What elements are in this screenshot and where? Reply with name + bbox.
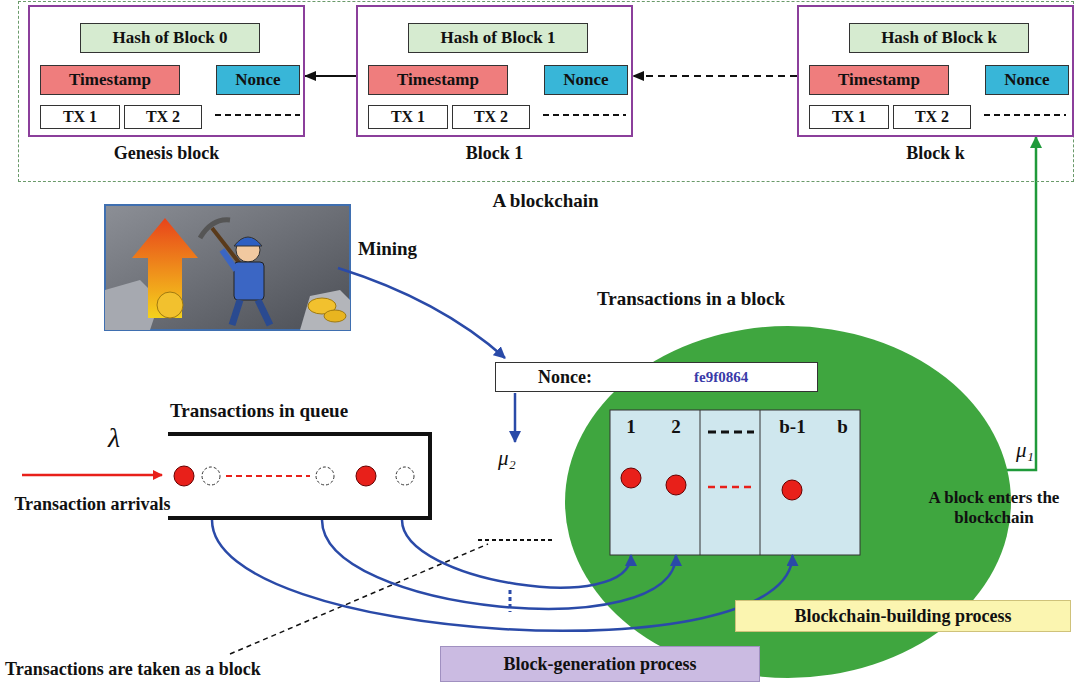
nonce-box: Nonce bbox=[985, 65, 1069, 95]
box-text: Hash of Block k bbox=[881, 28, 997, 48]
block-box: Block 1Hash of Block 1TimestampNonceTX 1… bbox=[356, 5, 633, 137]
slot-box: 2 bbox=[652, 410, 700, 555]
connector bbox=[402, 520, 631, 588]
box-text: Block k bbox=[799, 143, 1072, 164]
leader-label: Transactions are taken as a block bbox=[5, 659, 261, 680]
rate-symbol: μ₁ bbox=[1016, 438, 1034, 462]
box-text: Nonce: bbox=[538, 367, 592, 388]
box-text: Genesis block bbox=[30, 143, 303, 164]
box-text: Nonce bbox=[235, 70, 280, 90]
nonce-box: Nonce bbox=[544, 65, 628, 95]
box-text: Hash of Block 0 bbox=[113, 28, 228, 48]
output-label: A block enters the blockchain bbox=[910, 488, 1078, 527]
slot-box: b bbox=[825, 410, 860, 555]
box-text: Timestamp bbox=[397, 70, 479, 90]
box-text: Timestamp bbox=[69, 70, 151, 90]
box-text: Transactions in queue bbox=[170, 400, 348, 422]
box-text: TX 2 bbox=[915, 108, 949, 126]
box-text: b-1 bbox=[779, 416, 805, 438]
connector bbox=[305, 75, 356, 77]
process-box: Blockchain-building process bbox=[735, 600, 1071, 632]
queue-items bbox=[174, 466, 414, 486]
mining-label: Mining bbox=[358, 238, 417, 260]
rate-symbol: μ₂ bbox=[498, 446, 516, 470]
box-text: Timestamp bbox=[838, 70, 920, 90]
box-text: TX 1 bbox=[63, 108, 97, 126]
slot-box: 1 bbox=[610, 410, 652, 555]
mining-arrow bbox=[338, 268, 505, 358]
box-text: TX 1 bbox=[391, 108, 425, 126]
box-text: fe9f0864 bbox=[694, 369, 748, 386]
hash-box: Hash of Block 0 bbox=[80, 23, 260, 53]
slot-strip bbox=[610, 410, 860, 555]
service-mark bbox=[478, 539, 555, 541]
hash-box: Hash of Block 1 bbox=[408, 23, 588, 53]
box-text: TX 2 bbox=[146, 108, 180, 126]
hash-box: Hash of Block k bbox=[849, 23, 1029, 53]
block-box: Genesis blockHash of Block 0TimestampNon… bbox=[28, 5, 305, 137]
connector bbox=[633, 75, 797, 77]
box-text: Block-generation process bbox=[503, 654, 696, 675]
timestamp-box: Timestamp bbox=[809, 65, 949, 95]
box-text: 2 bbox=[671, 416, 681, 438]
rate-symbol: λ bbox=[108, 422, 120, 454]
tx-box: TX 1 bbox=[368, 105, 448, 129]
box-text: Nonce bbox=[563, 70, 608, 90]
box-text: TX 2 bbox=[474, 108, 508, 126]
box-text: Block 1 bbox=[358, 143, 631, 164]
mining-picture bbox=[105, 205, 350, 330]
slot-items bbox=[621, 410, 802, 555]
nonce-arrow bbox=[514, 393, 517, 442]
nonce-box: Nonce bbox=[216, 65, 300, 95]
box-text: Hash of Block 1 bbox=[441, 28, 556, 48]
connector bbox=[322, 520, 676, 609]
box-text: Blockchain-building process bbox=[794, 606, 1011, 627]
box-text: Nonce bbox=[1004, 70, 1049, 90]
box-text: Transactions in a block bbox=[597, 288, 785, 310]
queue-box: Transactions in queue bbox=[168, 432, 432, 520]
connector bbox=[1007, 137, 1036, 470]
box-text: A blockchain bbox=[19, 190, 1072, 212]
process-box: Block-generation process bbox=[440, 646, 760, 682]
tx-box: TX 2 bbox=[452, 105, 530, 129]
nonce-value-box: Nonce: fe9f0864 bbox=[495, 362, 818, 392]
block-box: Block kHash of Block kTimestampNonceTX 1… bbox=[797, 5, 1074, 137]
tx-box: TX 2 bbox=[893, 105, 971, 129]
arrival-arrow bbox=[22, 474, 162, 477]
arrival-label: Transaction arrivals bbox=[10, 494, 175, 515]
tx-box: TX 1 bbox=[809, 105, 889, 129]
box-text: b bbox=[837, 416, 848, 438]
tx-box: TX 1 bbox=[40, 105, 120, 129]
slot-box: b-1 bbox=[760, 410, 825, 555]
box-text: 1 bbox=[626, 416, 636, 438]
connector bbox=[212, 520, 793, 631]
box-text: TX 1 bbox=[832, 108, 866, 126]
blockchain-region: A blockchainGenesis blockHash of Block 0… bbox=[18, 1, 1074, 182]
timestamp-box: Timestamp bbox=[368, 65, 508, 95]
timestamp-box: Timestamp bbox=[40, 65, 180, 95]
tx-box: TX 2 bbox=[124, 105, 202, 129]
